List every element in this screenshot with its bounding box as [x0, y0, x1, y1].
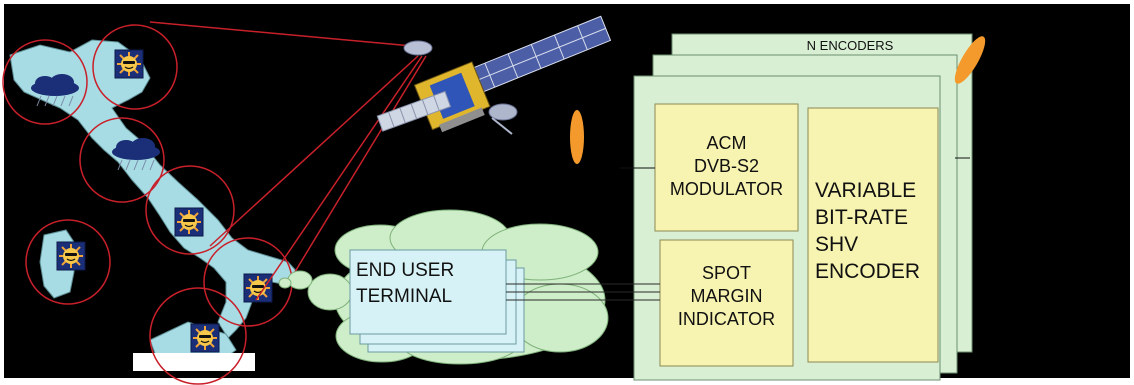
acm-modulator-line: DVB-S2: [693, 156, 760, 176]
spot-beam-circle: [2, 39, 88, 125]
acm-modulator-line: MODULATOR: [669, 179, 784, 199]
spot-margin-line: SPOT: [701, 263, 751, 283]
encoders-stack: [620, 33, 986, 381]
shv-encoder-line: ENCODER: [815, 260, 921, 283]
feed-horn-icon: [570, 110, 584, 164]
acm-modulator-block: [654, 103, 799, 232]
sun-icon: [56, 241, 86, 271]
connection-lines: [506, 283, 660, 301]
spot-margin-indicator-label: SPOT MARGIN INDICATOR: [660, 262, 793, 331]
spot-margin-line: INDICATOR: [677, 309, 776, 329]
spot-beam-circle: [79, 117, 165, 203]
shv-encoder-label: VARIABLE BIT-RATE SHV ENCODER: [815, 177, 940, 285]
end-user-terminal-label: END USER TERMINAL: [356, 258, 486, 310]
sun-icon: [174, 207, 204, 237]
spot-beam-circle: [25, 219, 111, 305]
acm-modulator-label: ACM DVB-S2 MODULATOR: [655, 132, 798, 201]
beam-lines: [149, 21, 427, 301]
end-user-terminal-box: [349, 249, 507, 335]
spot-margin-indicator-block: [659, 239, 794, 367]
shv-encoder-line: SHV: [815, 233, 859, 256]
satellite-truss: [376, 90, 452, 132]
feed-horn-icon: [954, 36, 986, 84]
spot-margin-line: MARGIN: [690, 286, 763, 306]
spot-beam-circle: [145, 165, 235, 255]
end-user-terminal-line: TERMINAL: [356, 286, 453, 307]
shv-encoder-line: BIT-RATE: [815, 206, 908, 229]
map-base-strip: [133, 353, 255, 371]
shv-encoder-line: VARIABLE: [815, 179, 917, 202]
shv-encoder-block: [807, 107, 939, 363]
satellite-icon: [376, 15, 612, 135]
encoders-title: N ENCODERS: [806, 38, 894, 53]
end-user-terminal-stack: [349, 249, 525, 353]
acm-modulator-line: ACM: [706, 133, 747, 153]
spot-beam-circle: [92, 24, 178, 110]
satellite-dish: [403, 40, 433, 56]
spot-beam-circles: [2, 24, 293, 385]
sun-icon: [114, 49, 144, 79]
sun-icon: [190, 323, 220, 353]
end-user-terminal-line: END USER: [356, 260, 455, 281]
spot-beam-circle: [149, 287, 247, 385]
satellite-dish: [488, 103, 518, 121]
